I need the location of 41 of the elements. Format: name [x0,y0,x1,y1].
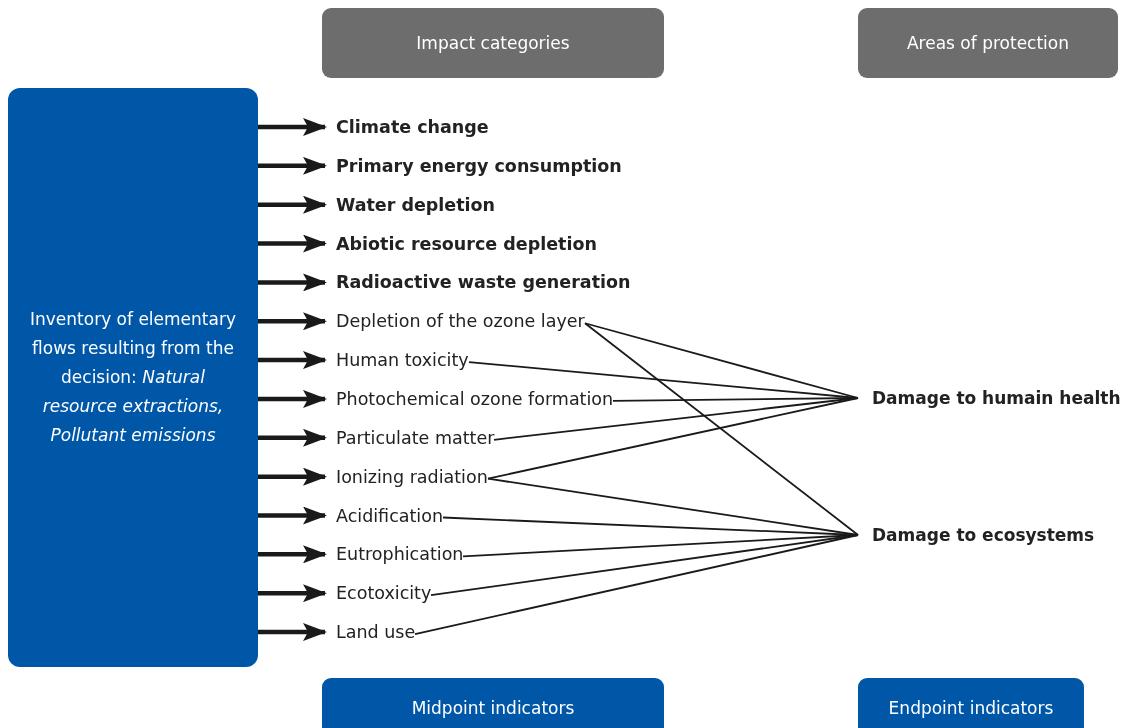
impact-category: Radioactive waste generation [336,268,631,297]
connector-line [430,534,859,597]
arrow [258,156,327,175]
impact-category: Climate change [336,113,489,141]
impact-category: Primary energy consumption [336,151,622,180]
damage-label: Damage to humain health [858,384,1137,412]
arrow [258,428,327,447]
impact-category: Human toxicity [336,346,469,375]
impact-category: Particulate matter [336,423,495,452]
impact-category: Abiotic resource depletion [336,229,597,258]
impact-category: Ecotoxicity [336,579,432,608]
connector-line [584,322,859,399]
arrow [258,467,327,486]
impact-category: Ionizing radiation [336,462,488,491]
connector-line [487,397,859,480]
arrow [258,584,327,603]
category-header: Impact categories [322,8,664,78]
category-header: Endpoint indicators [858,678,1084,728]
arrow [258,273,327,292]
impact-category: Photochemical ozone formation [336,384,614,413]
category-header: Areas of protection [858,8,1118,78]
connector-line [414,534,859,635]
arrow [258,506,327,525]
arrow [258,195,327,214]
impact-category: Depletion of the ozone layer [336,307,585,336]
arrow [258,351,327,370]
connector-line [584,322,859,536]
arrow [258,545,327,564]
connector-line [493,397,859,441]
inventory-box: Inventory of elementary flows resulting from the decision: Natural resource extractions, Pollutant emissions [8,88,258,667]
arrow [258,234,327,253]
damage-label: Damage to ecosystems [858,521,1132,549]
arrow [258,312,327,331]
arrow [258,118,327,136]
impact-category: Eutrophication [336,540,464,569]
category-header: Midpoint indicators [322,678,664,728]
arrow [258,389,327,408]
impact-category: Land use [336,618,416,647]
impact-category: Water depletion [336,190,496,219]
arrow [258,623,327,642]
impact-category: Acidification [336,501,443,530]
